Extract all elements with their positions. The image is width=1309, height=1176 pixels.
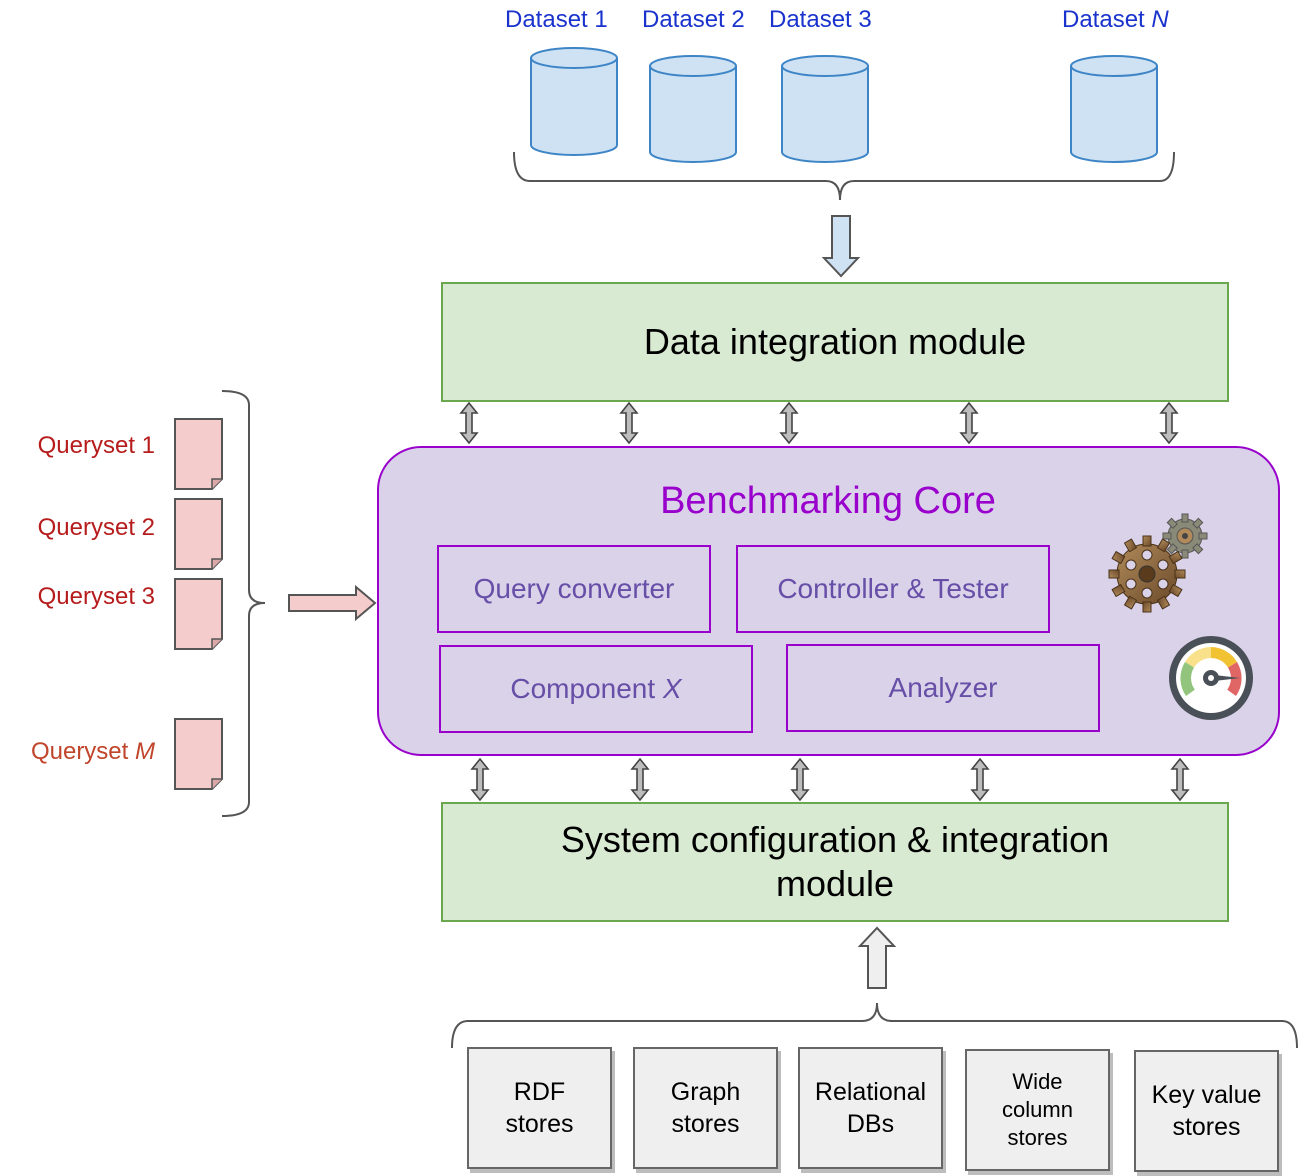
queryset-doc-2 [174,498,223,570]
system-module-line2: module [775,863,895,904]
controller-tester-label: Controller & Tester [777,573,1009,604]
store-key-value-line2: stores [1172,1113,1241,1141]
speedometer-icon [1169,636,1253,720]
store-key-value-line1: Key value [1151,1081,1262,1109]
analyzer-label: Analyzer [888,672,998,703]
dataset-cylinder-n [1070,55,1158,163]
system-configuration-module: System configuration & integration modul… [441,802,1229,922]
store-relational-line1: Relational [814,1078,927,1106]
data-integration-module: Data integration module [441,282,1229,402]
querysets-brace [221,390,266,817]
benchmarking-core-title: Benchmarking Core [660,480,996,522]
queryset-label-2: Queryset 2 [37,514,155,541]
dataset-label-3: Dataset 3 [769,6,872,33]
store-graph-line2: stores [671,1110,740,1138]
dataset-label-2: Dataset 2 [642,6,745,33]
store-relational-line2: DBs [846,1110,895,1138]
query-converter-label: Query converter [473,573,675,604]
store-rdf-line1: RDF [513,1078,566,1106]
querysets-right-arrow [288,584,377,622]
dataset-label-n: Dataset N [1062,6,1169,33]
stores-up-arrow [857,926,897,989]
store-wide-column: Wide column stores [965,1049,1110,1171]
lower-double-arrows [470,757,1190,802]
component-x: Component X [439,645,753,733]
upper-double-arrows [459,401,1179,445]
store-rdf: RDF stores [467,1047,612,1169]
datasets-down-arrow [821,215,861,278]
queryset-doc-m [174,718,223,790]
queryset-label-m: Queryset M [30,738,155,765]
store-key-value: Key value stores [1134,1050,1279,1172]
queryset-label-1: Queryset 1 [37,432,155,459]
component-x-label: Component X [510,673,682,704]
controller-tester-component: Controller & Tester [736,545,1050,633]
datasets-brace [513,151,1175,201]
store-rdf-line2: stores [505,1110,574,1138]
queryset-label-3: Queryset 3 [37,583,155,610]
gears-icon [1108,513,1208,613]
data-integration-module-label: Data integration module [643,321,1027,362]
queryset-doc-1 [174,418,223,490]
dataset-label-1: Dataset 1 [505,6,608,33]
dataset-cylinder-2 [649,55,737,163]
store-wide-column-line2: column [1002,1097,1073,1122]
system-module-line1: System configuration & integration [560,819,1110,860]
dataset-cylinder-1 [530,47,618,156]
store-wide-column-line1: Wide [1012,1069,1063,1094]
stores-brace [451,1002,1298,1049]
store-wide-column-line3: stores [1007,1125,1068,1150]
store-graph-line1: Graph [670,1078,741,1106]
store-graph: Graph stores [633,1047,778,1169]
queryset-doc-3 [174,578,223,650]
query-converter-component: Query converter [437,545,711,633]
dataset-cylinder-3 [781,55,869,163]
analyzer-component: Analyzer [786,644,1100,732]
